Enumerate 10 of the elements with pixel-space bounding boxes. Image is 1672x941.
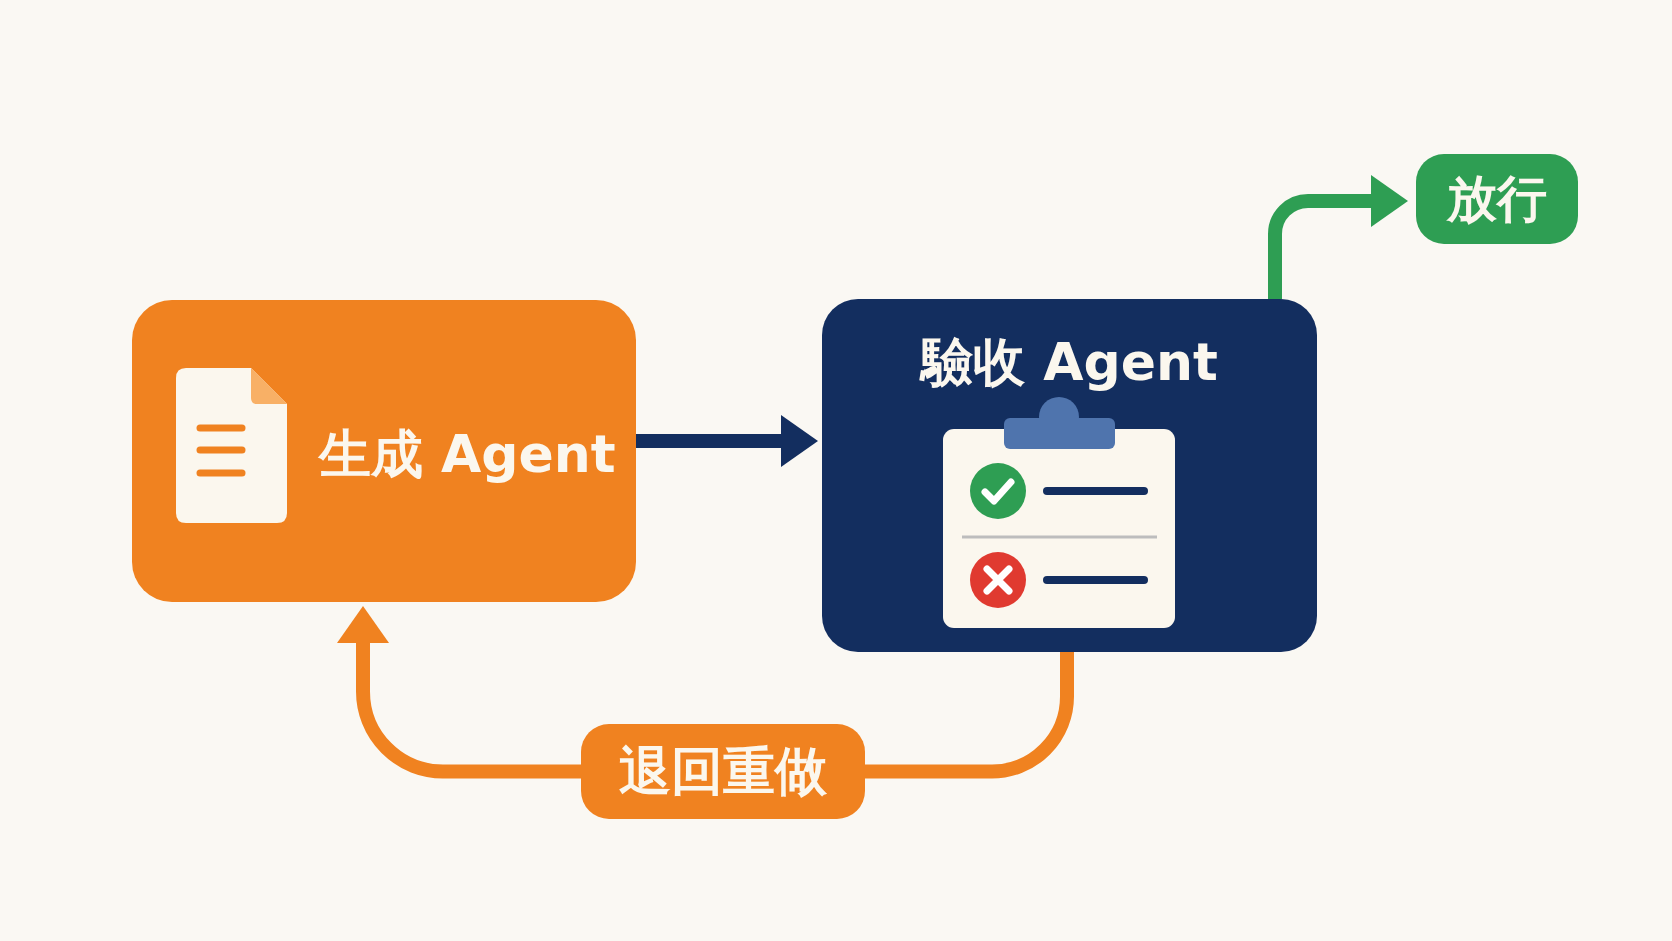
arrow xyxy=(1268,175,1408,299)
action-pill: 退回重做 xyxy=(581,724,865,819)
arrow xyxy=(636,415,818,467)
arrow xyxy=(337,606,581,779)
process-box xyxy=(132,300,636,602)
node-title: 驗收 Agent xyxy=(921,331,1218,393)
node-title: 生成 Agent xyxy=(319,423,616,485)
process-box xyxy=(822,299,1317,652)
result-pill: 放行 xyxy=(1416,154,1578,244)
connector-line xyxy=(865,652,1074,779)
